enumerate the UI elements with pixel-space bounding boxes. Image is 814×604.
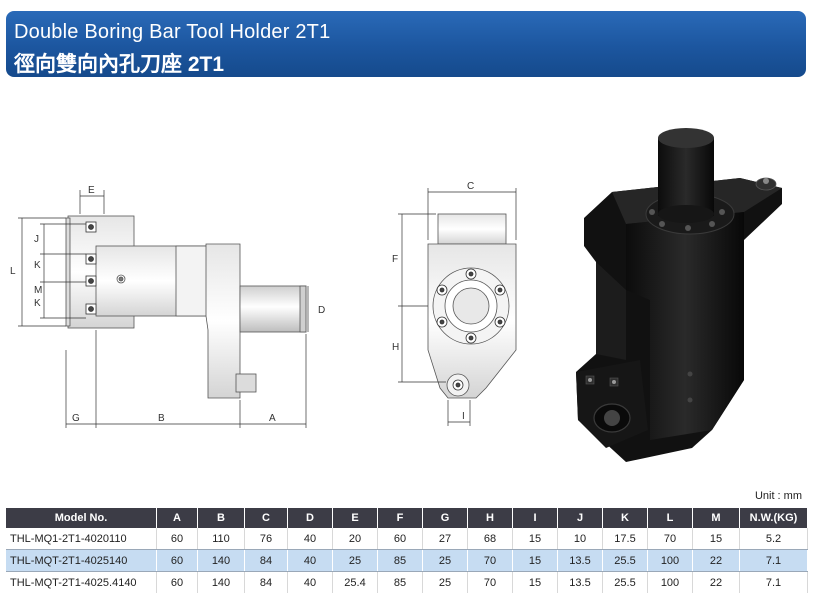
cell-h: 70 xyxy=(467,571,513,593)
col-header-j: J xyxy=(557,508,603,528)
col-header-h: H xyxy=(467,508,513,528)
cell-k: 17.5 xyxy=(602,528,648,550)
title-english: Double Boring Bar Tool Holder 2T1 xyxy=(14,21,331,43)
dim-label-m: M xyxy=(34,285,42,296)
cell-m: 22 xyxy=(692,571,740,593)
cell-a: 60 xyxy=(156,571,198,593)
cell-d: 40 xyxy=(287,528,333,550)
cell-e: 25.4 xyxy=(332,571,378,593)
dim-label-b: B xyxy=(158,413,165,424)
cell-e: 20 xyxy=(332,528,378,550)
side-view-dimension-lines xyxy=(18,190,309,428)
dim-label-f: F xyxy=(392,254,398,265)
technical-drawing: E J K M K L D G B A C F xyxy=(10,128,782,462)
table-row: THL-MQ1-2T1-4020110 60 110 76 40 20 60 2… xyxy=(6,528,808,550)
cell-nw: 7.1 xyxy=(739,549,808,572)
cell-l: 100 xyxy=(647,549,693,572)
title-chinese: 徑向雙向內孔刀座 2T1 xyxy=(14,53,225,76)
cell-k: 25.5 xyxy=(602,571,648,593)
cell-f: 60 xyxy=(377,528,423,550)
table-row: THL-MQT-2T1-4025140 60 140 84 40 25 85 2… xyxy=(6,549,808,572)
col-header-m: M xyxy=(692,508,740,528)
specification-table: Model No. A B C D E F G H I J K L M N.W.… xyxy=(6,508,808,593)
cell-l: 70 xyxy=(647,528,693,550)
cell-model: THL-MQ1-2T1-4020110 xyxy=(6,528,157,550)
cell-m: 22 xyxy=(692,549,740,572)
cell-l: 100 xyxy=(647,571,693,593)
cell-g: 25 xyxy=(422,549,468,572)
cell-d: 40 xyxy=(287,549,333,572)
cell-f: 85 xyxy=(377,549,423,572)
dim-label-g: G xyxy=(72,413,80,424)
col-header-g: G xyxy=(422,508,468,528)
cell-nw: 7.1 xyxy=(739,571,808,593)
cell-i: 15 xyxy=(512,549,558,572)
cell-c: 84 xyxy=(244,549,288,572)
cell-a: 60 xyxy=(156,528,198,550)
side-view-screws xyxy=(85,221,97,315)
col-header-model: Model No. xyxy=(6,508,157,528)
cell-h: 70 xyxy=(467,549,513,572)
dim-label-i: I xyxy=(462,411,465,422)
dim-label-l: L xyxy=(10,266,16,277)
dim-label-c: C xyxy=(467,181,474,192)
front-view-dimension-lines xyxy=(398,188,517,426)
cell-b: 140 xyxy=(197,571,245,593)
cell-k: 25.5 xyxy=(602,549,648,572)
cell-m: 15 xyxy=(692,528,740,550)
cell-a: 60 xyxy=(156,549,198,572)
col-header-e: E xyxy=(332,508,378,528)
table-row: THL-MQT-2T1-4025.4140 60 140 84 40 25.4 … xyxy=(6,571,808,593)
table-header-row: Model No. A B C D E F G H I J K L M N.W.… xyxy=(6,508,808,528)
cell-i: 15 xyxy=(512,571,558,593)
dim-label-j: J xyxy=(34,234,39,245)
dim-label-k1: K xyxy=(34,260,41,271)
col-header-c: C xyxy=(244,508,288,528)
cell-b: 110 xyxy=(197,528,245,550)
col-header-f: F xyxy=(377,508,423,528)
front-view xyxy=(427,213,517,399)
dim-label-d: D xyxy=(318,305,325,316)
front-view-labels: C F H I xyxy=(392,181,474,422)
product-render xyxy=(576,128,782,462)
cell-d: 40 xyxy=(287,571,333,593)
cell-h: 68 xyxy=(467,528,513,550)
col-header-d: D xyxy=(287,508,333,528)
cell-g: 25 xyxy=(422,571,468,593)
cell-j: 13.5 xyxy=(557,549,603,572)
cell-model: THL-MQT-2T1-4025140 xyxy=(6,549,157,572)
cell-e: 25 xyxy=(332,549,378,572)
unit-label: Unit : mm xyxy=(754,490,802,502)
front-view-bolts xyxy=(436,268,506,391)
dim-label-k2: K xyxy=(34,298,41,309)
col-header-k: K xyxy=(602,508,648,528)
col-header-a: A xyxy=(156,508,198,528)
col-header-nw: N.W.(KG) xyxy=(739,508,808,528)
cell-nw: 5.2 xyxy=(739,528,808,550)
title-banner: Double Boring Bar Tool Holder 2T1 徑向雙向內孔… xyxy=(6,11,806,77)
cell-model: THL-MQT-2T1-4025.4140 xyxy=(6,571,157,593)
cell-c: 84 xyxy=(244,571,288,593)
dim-label-e: E xyxy=(88,185,95,196)
cell-i: 15 xyxy=(512,528,558,550)
cell-c: 76 xyxy=(244,528,288,550)
cell-f: 85 xyxy=(377,571,423,593)
col-header-b: B xyxy=(197,508,245,528)
cell-j: 10 xyxy=(557,528,603,550)
col-header-l: L xyxy=(647,508,693,528)
cell-g: 27 xyxy=(422,528,468,550)
side-view xyxy=(65,215,307,399)
dim-label-h: H xyxy=(392,342,399,353)
cell-b: 140 xyxy=(197,549,245,572)
col-header-i: I xyxy=(512,508,558,528)
dim-label-a: A xyxy=(269,413,276,424)
cell-j: 13.5 xyxy=(557,571,603,593)
side-view-labels: E J K M K L D G B A xyxy=(10,185,325,424)
